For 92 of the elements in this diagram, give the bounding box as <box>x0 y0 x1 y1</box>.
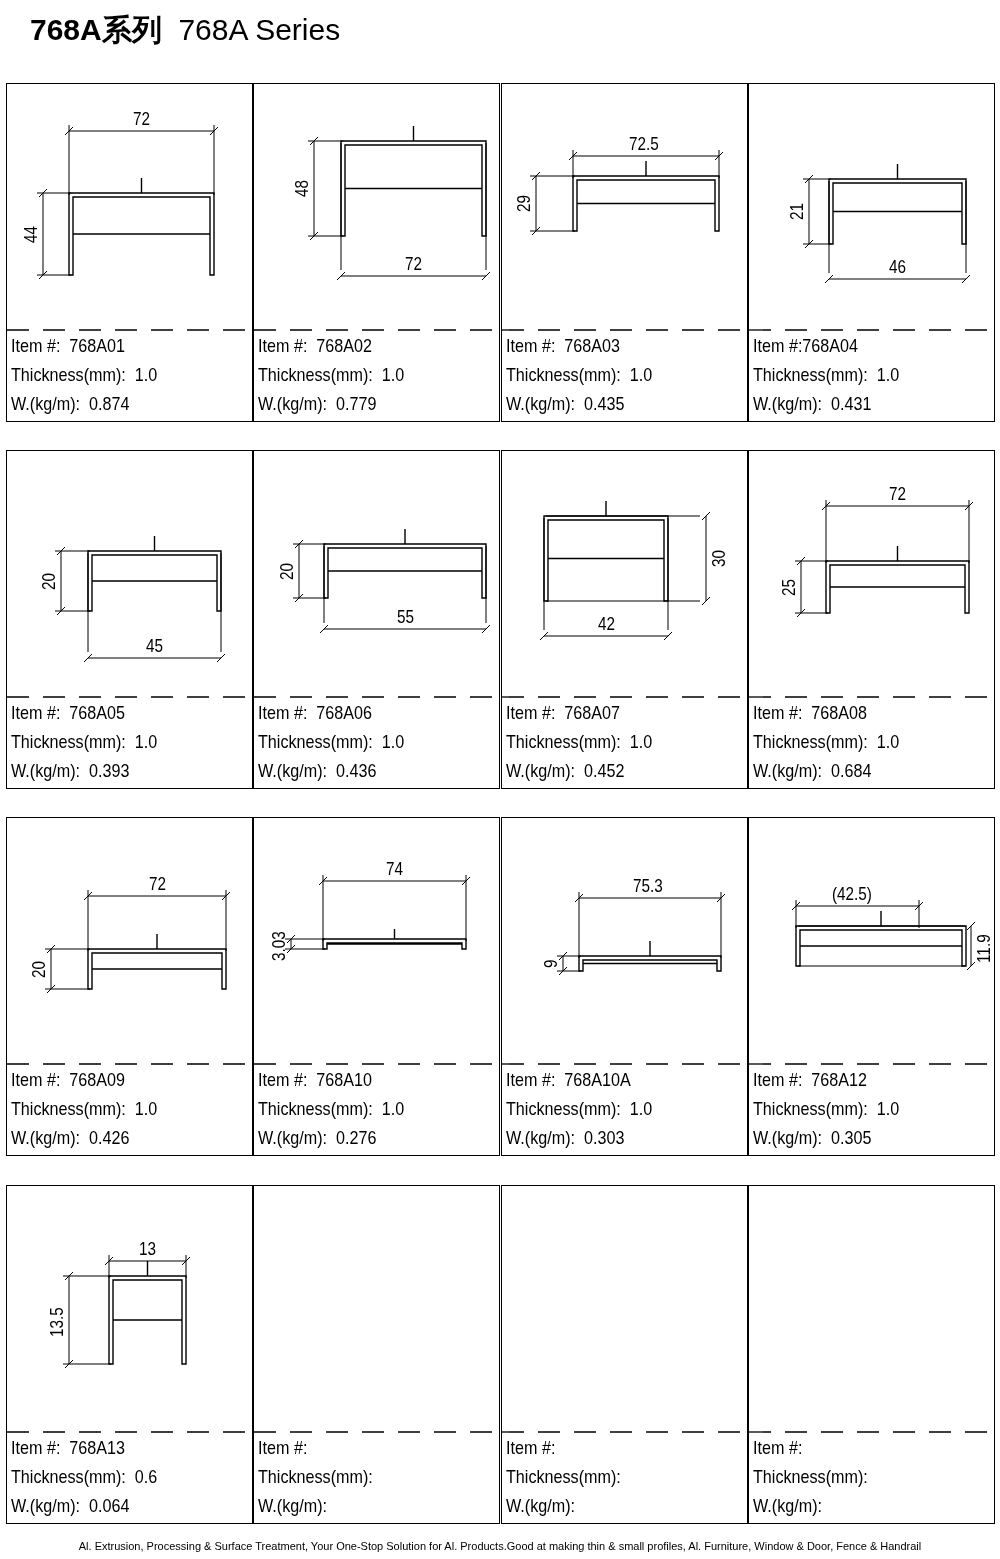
thickness-text: Thickness(mm): 1.0 <box>506 364 653 386</box>
dimension-label: 48 <box>292 179 312 197</box>
thickness-text: Thickness(mm): 1.0 <box>11 364 158 386</box>
dimension-label: 25 <box>779 578 799 596</box>
profile-cell <box>253 817 500 1156</box>
profile-cell <box>6 83 253 422</box>
weight-text: W.(kg/m): 0.303 <box>506 1127 625 1149</box>
profile-cell <box>748 83 995 422</box>
dimension-label: 72.5 <box>629 134 659 154</box>
dimension-label: 9 <box>541 959 561 968</box>
dimension-label: 44 <box>21 225 41 243</box>
profile-cell <box>501 817 748 1156</box>
weight-text: W.(kg/m): 0.436 <box>258 760 377 782</box>
dimension-label: 3.03 <box>269 931 289 961</box>
dimension-label: 72 <box>133 109 151 129</box>
profile-cell <box>748 450 995 789</box>
dimension-label: 20 <box>277 562 297 580</box>
thickness-text: Thickness(mm): 1.0 <box>753 731 900 753</box>
dimension-label: 72 <box>405 254 423 274</box>
profile-cell <box>253 450 500 789</box>
dimension-label: 11.9 <box>974 934 994 963</box>
thickness-text: Thickness(mm): 1.0 <box>753 1098 900 1120</box>
weight-text: W.(kg/m): 0.426 <box>11 1127 130 1149</box>
weight-text: W.(kg/m): <box>258 1495 328 1517</box>
footer-note: Al. Extrusion, Processing & Surface Treatment, Your One-Stop Solution for Al. Products.Good at making thin & small profiles, Al. Furniture, Window & Door, Fence & Handrail <box>77 1540 923 1552</box>
thickness-text: Thickness(mm): 1.0 <box>11 1098 158 1120</box>
weight-text: W.(kg/m): 0.435 <box>506 393 625 415</box>
page-title: 768A系列 768A Series <box>30 12 341 48</box>
thickness-text: Thickness(mm): 1.0 <box>506 731 653 753</box>
item-number: Item #: 768A08 <box>753 702 868 724</box>
profile-cell <box>748 817 995 1156</box>
weight-text: W.(kg/m): 0.452 <box>506 760 625 782</box>
weight-text: W.(kg/m): 0.305 <box>753 1127 872 1149</box>
dimension-label: 45 <box>146 636 164 656</box>
dimension-label: (42.5) <box>832 884 872 904</box>
item-number: Item #: <box>506 1437 556 1459</box>
dimension-label: 72 <box>889 484 907 504</box>
thickness-text: Thickness(mm): 1.0 <box>258 364 405 386</box>
thickness-text: Thickness(mm): <box>506 1466 621 1488</box>
profile-cell <box>6 1185 253 1524</box>
item-number: Item #: <box>753 1437 803 1459</box>
dimension-label: 21 <box>787 202 807 220</box>
dimension-label: 72 <box>148 874 166 894</box>
weight-text: W.(kg/m): <box>506 1495 576 1517</box>
weight-text: W.(kg/m): 0.874 <box>11 393 130 415</box>
dimension-label: 13.5 <box>47 1307 67 1337</box>
dimension-label: 55 <box>396 607 414 627</box>
item-number: Item #: 768A05 <box>11 702 126 724</box>
dimension-label: 42 <box>597 614 615 634</box>
item-number: Item #: 768A13 <box>11 1437 126 1459</box>
dimension-label: 29 <box>514 194 534 212</box>
weight-text: W.(kg/m): 0.779 <box>258 393 377 415</box>
item-number: Item #: 768A09 <box>11 1069 126 1091</box>
dimension-label: 75.3 <box>633 876 663 896</box>
profile-cell <box>748 1185 995 1524</box>
item-number: Item #: <box>258 1437 308 1459</box>
item-number: Item #: 768A01 <box>11 335 126 357</box>
profile-cell <box>253 1185 500 1524</box>
item-number: Item #:768A04 <box>753 335 859 357</box>
dimension-label: 46 <box>889 257 907 277</box>
profile-cell <box>501 450 748 789</box>
dimension-label: 13 <box>139 1239 157 1259</box>
weight-text: W.(kg/m): 0.276 <box>258 1127 377 1149</box>
weight-text: W.(kg/m): 0.393 <box>11 760 130 782</box>
profile-cell <box>253 83 500 422</box>
dimension-label: 30 <box>709 549 729 567</box>
profile-cell <box>501 83 748 422</box>
thickness-text: Thickness(mm): 1.0 <box>753 364 900 386</box>
thickness-text: Thickness(mm): 1.0 <box>11 731 158 753</box>
thickness-text: Thickness(mm): 0.6 <box>11 1466 158 1488</box>
thickness-text: Thickness(mm): 1.0 <box>258 731 405 753</box>
thickness-text: Thickness(mm): <box>753 1466 868 1488</box>
item-number: Item #: 768A12 <box>753 1069 868 1091</box>
item-number: Item #: 768A02 <box>258 335 373 357</box>
item-number: Item #: 768A06 <box>258 702 373 724</box>
item-number: Item #: 768A07 <box>506 702 621 724</box>
weight-text: W.(kg/m): 0.684 <box>753 760 872 782</box>
thickness-text: Thickness(mm): 1.0 <box>506 1098 653 1120</box>
dimension-label: 20 <box>29 960 49 978</box>
item-number: Item #: 768A03 <box>506 335 621 357</box>
dimension-label: 20 <box>39 572 59 590</box>
item-number: Item #: 768A10A <box>506 1069 631 1091</box>
weight-text: W.(kg/m): 0.064 <box>11 1495 130 1517</box>
profile-cell <box>6 817 253 1156</box>
profile-cell <box>6 450 253 789</box>
dimension-label: 74 <box>386 859 404 879</box>
profile-cell <box>501 1185 748 1524</box>
item-number: Item #: 768A10 <box>258 1069 373 1091</box>
thickness-text: Thickness(mm): 1.0 <box>258 1098 405 1120</box>
weight-text: W.(kg/m): <box>753 1495 823 1517</box>
weight-text: W.(kg/m): 0.431 <box>753 393 872 415</box>
thickness-text: Thickness(mm): <box>258 1466 373 1488</box>
